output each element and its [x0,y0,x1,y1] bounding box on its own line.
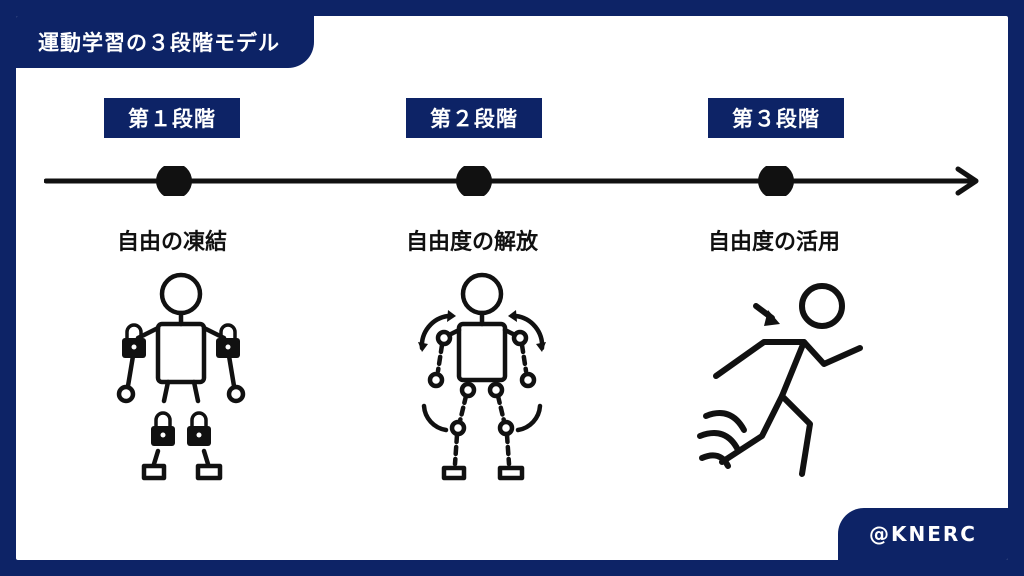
stage-1-dot [156,166,192,196]
stage-3-step-badge: 第３段階 [708,98,844,138]
stage-2-dot [456,166,492,196]
stage-1-step-badge: 第１段階 [104,98,240,138]
stage-2-step-badge: 第２段階 [406,98,542,138]
running-figure-icon [697,283,863,477]
rotating-joints-figure-icon [418,272,546,481]
page-title: 運動学習の３段階モデル [16,16,314,68]
locked-figure-icon [116,272,246,481]
stage-3-label: 自由度の活用 [707,230,840,255]
stage-3-dot [758,166,794,196]
timeline-arrow [44,166,979,196]
credit-badge: @KNERC [838,508,1008,560]
stage-1-label: 自由の凍結 [116,230,227,255]
diagram-card: 運動学習の３段階モデル 第１段階 第２段階 第３段階 自由の凍結 自由度の解放 … [16,16,1008,560]
stage-2-label: 自由度の解放 [405,230,538,255]
timeline-arrowhead-icon [955,166,979,196]
